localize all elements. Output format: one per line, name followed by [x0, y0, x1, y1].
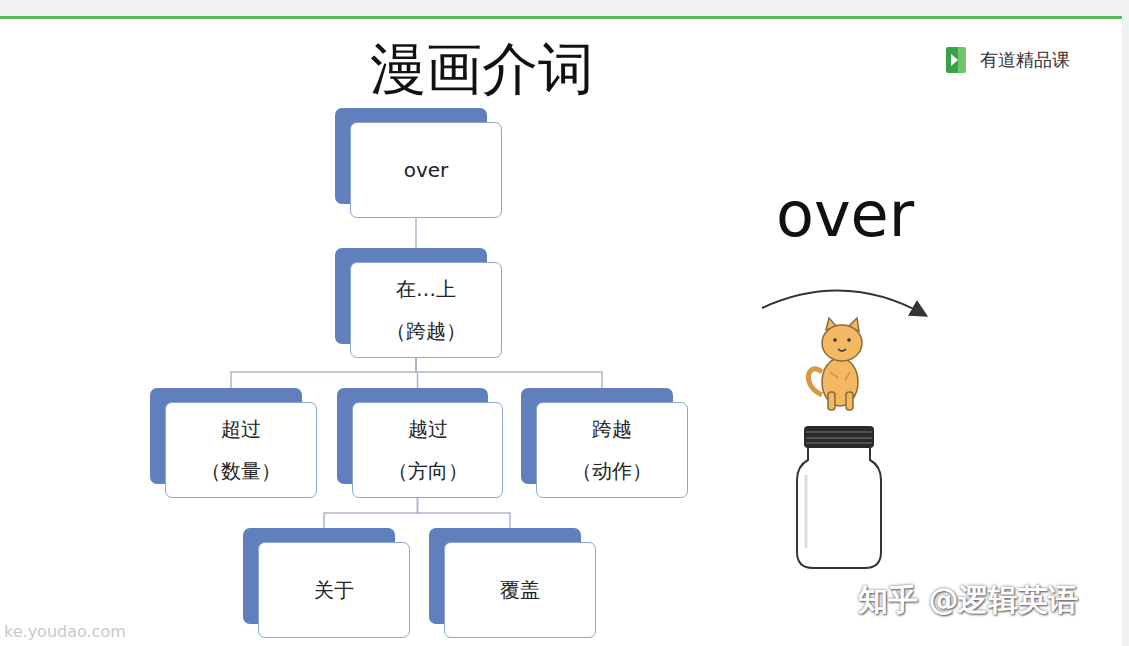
node-label: 覆盖 [500, 578, 540, 602]
arc-arrow [762, 291, 925, 315]
node-label: （动作） [572, 459, 652, 483]
logo-text: 有道精品课 [980, 48, 1070, 72]
watermark: ke.youdao.com [4, 622, 126, 641]
node-label: over [404, 158, 449, 182]
concept-box: 覆盖 [444, 542, 596, 638]
tree-connector [231, 358, 416, 402]
node-label: 越过 [408, 417, 448, 441]
node-label: （数量） [201, 459, 281, 483]
green-rule [0, 16, 1122, 19]
top-band [0, 0, 1129, 16]
illustration-word: over [776, 178, 914, 251]
tree-connector [324, 498, 418, 542]
node-label: （方向） [388, 459, 468, 483]
logo-icon [946, 47, 966, 73]
cat-illustration [808, 318, 862, 410]
node-label: 在…上 [396, 277, 456, 301]
concept-box: 超过 （数量） [165, 402, 317, 498]
concept-box: 跨越 （动作） [536, 402, 688, 498]
node-label: 超过 [221, 417, 261, 441]
watermark: 知乎 @逻辑英语 [858, 580, 1078, 621]
concept-box: over [350, 122, 502, 218]
concept-box: 在…上 （跨越） [350, 262, 502, 358]
node-label: 跨越 [592, 417, 632, 441]
side-band [1122, 0, 1129, 646]
tree-connector [418, 498, 511, 542]
node-label: 关于 [314, 578, 354, 602]
concept-box: 越过 （方向） [352, 402, 503, 498]
tree-connector [415, 218, 417, 262]
node-label: （跨越） [386, 319, 466, 343]
tree-connector [416, 358, 602, 402]
jar-illustration [797, 426, 881, 568]
diagram-title: 漫画介词 [370, 34, 594, 104]
concept-box: 关于 [258, 542, 410, 638]
